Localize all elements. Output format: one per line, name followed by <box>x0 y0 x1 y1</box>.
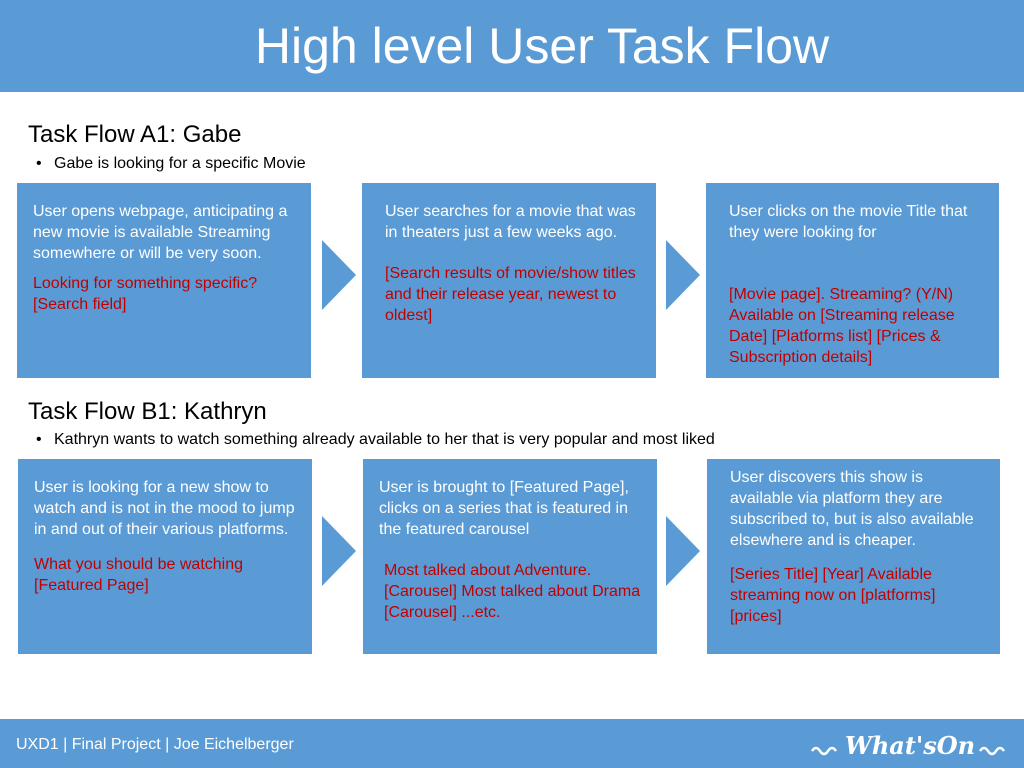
bullet-dot: • <box>36 431 42 448</box>
step-note: [Movie page]. Streaming? (Y/N) Available… <box>729 286 955 366</box>
logo-text: What'sOn <box>845 731 975 760</box>
flow-a1-bullet-text: Gabe is looking for a specific Movie <box>54 155 306 172</box>
footer-text: UXD1 | Final Project | Joe Eichelberger <box>16 736 294 753</box>
step-text: User clicks on the movie Title that they… <box>729 203 968 241</box>
flow-a1-step-1: User opens webpage, anticipating a new m… <box>17 183 311 378</box>
step-text: User discovers this show is available vi… <box>730 469 974 549</box>
step-note: [Search results of movie/show titles and… <box>385 265 636 324</box>
flow-a1-heading: Task Flow A1: Gabe <box>28 121 242 148</box>
page-title: High level User Task Flow <box>254 18 830 74</box>
step-text: User is looking for a new show to watch … <box>34 479 295 538</box>
flow-a1-bullet: • Gabe is looking for a specific Movie <box>36 156 306 172</box>
flow-arrow-icon <box>322 240 356 310</box>
flow-b1-step-1: User is looking for a new show to watch … <box>18 459 312 654</box>
flow-arrow-icon <box>666 516 700 586</box>
bullet-dot: • <box>36 155 42 172</box>
title-banner: High level User Task Flow <box>0 0 1024 92</box>
step-text: User opens webpage, anticipating a new m… <box>33 203 288 262</box>
flow-a1-step-2: User searches for a movie that was in th… <box>362 183 656 378</box>
flow-a1-step-3: User clicks on the movie Title that they… <box>706 183 999 378</box>
step-note: [Series Title] [Year] Available streamin… <box>730 566 936 625</box>
flow-b1-bullet-text: Kathryn wants to watch something already… <box>54 431 715 448</box>
whatson-logo: What'sOn <box>810 731 1006 760</box>
step-text: User is brought to [Featured Page], clic… <box>379 479 629 538</box>
flow-arrow-icon <box>666 240 700 310</box>
flow-b1-step-3: User discovers this show is available vi… <box>707 459 1000 654</box>
step-note: Most talked about Adventure. [Carousel] … <box>384 562 641 621</box>
step-note: What you should be watching [Featured Pa… <box>34 556 244 594</box>
flow-b1-step-2: User is brought to [Featured Page], clic… <box>363 459 657 654</box>
step-text: User searches for a movie that was in th… <box>385 203 636 241</box>
flow-arrow-icon <box>322 516 356 586</box>
logo-squiggle-left <box>810 746 838 756</box>
flow-b1-heading: Task Flow B1: Kathryn <box>28 398 267 425</box>
step-note: Looking for something specific? [Search … <box>33 275 258 313</box>
flow-b1-bullet: • Kathryn wants to watch something alread… <box>36 432 715 448</box>
logo-squiggle-right <box>978 746 1006 756</box>
footer-bar: UXD1 | Final Project | Joe Eichelberger … <box>0 719 1024 768</box>
